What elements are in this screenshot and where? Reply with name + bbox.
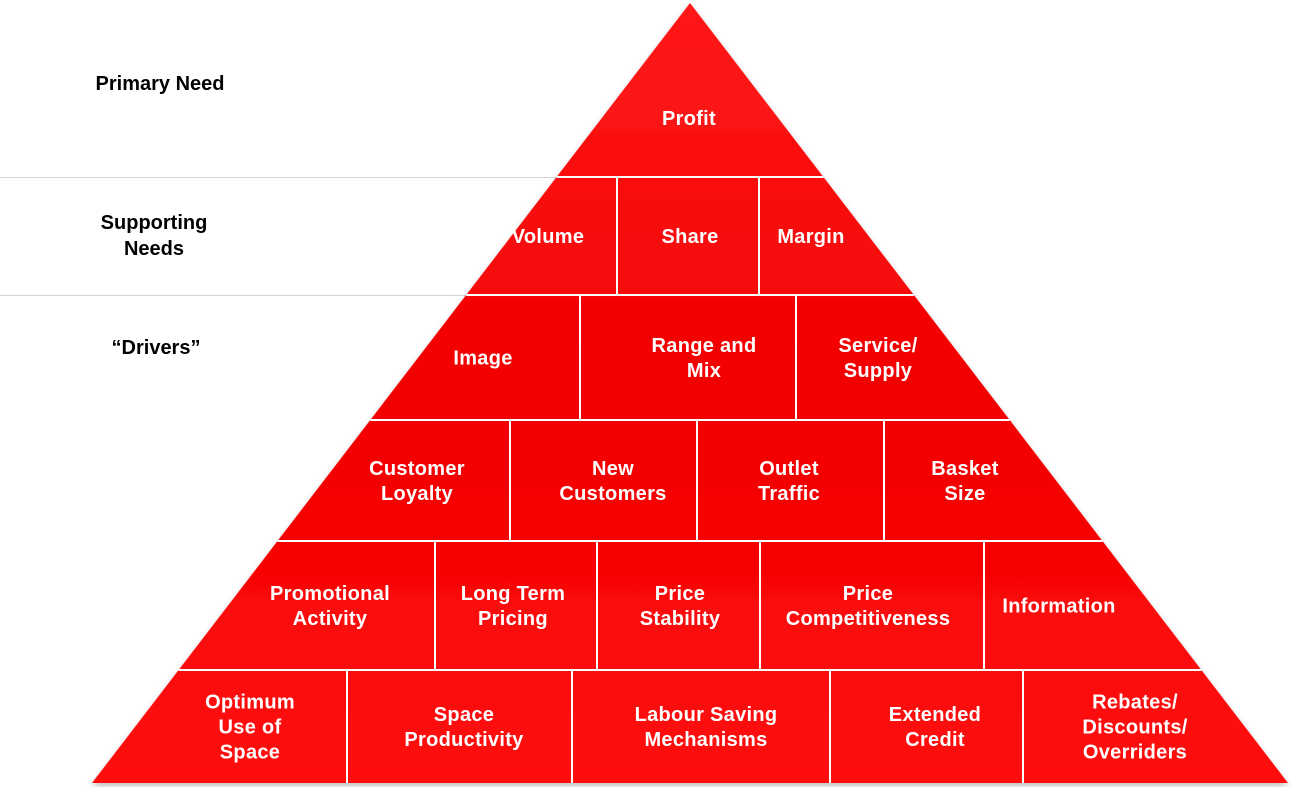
pyramid-cell-label: Share — [661, 226, 718, 248]
pyramid-cell-label: Rebates/Discounts/Overriders — [1082, 692, 1187, 764]
pyramid-cell-label: Image — [453, 348, 512, 370]
pyramid-cell-label: Volume — [512, 226, 585, 248]
pyramid-cell-label: Service/Supply — [838, 335, 917, 382]
drivers-label: “Drivers” — [111, 337, 201, 359]
pyramid-cell-label: Profit — [662, 108, 716, 130]
pyramid-body — [92, 3, 1288, 783]
pyramid-grid-lines — [178, 176, 1202, 783]
level-separator-2 — [0, 295, 540, 296]
supporting-needs-label: Supporting Needs — [100, 212, 208, 260]
primary-need-label: Primary Need — [95, 73, 225, 95]
pyramid-cell-label: Margin — [777, 226, 844, 248]
pyramid-cell-label: Information — [1002, 596, 1115, 618]
level-separator-1 — [0, 177, 600, 178]
